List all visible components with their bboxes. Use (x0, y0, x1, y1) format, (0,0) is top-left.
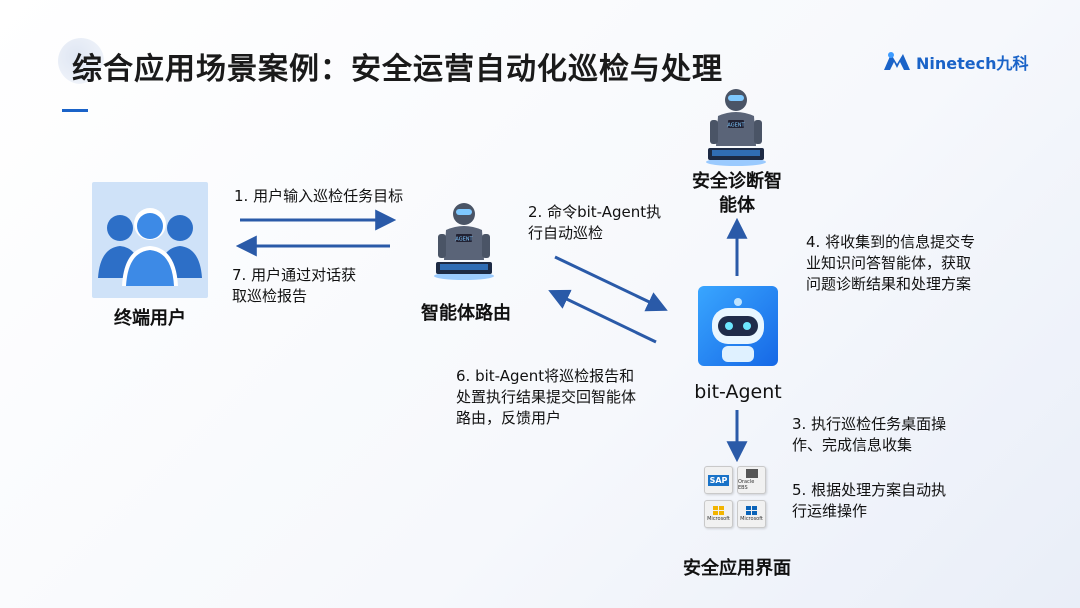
node-label-diagnosis-line2: 能体 (719, 195, 755, 216)
step-5-text: 5. 根据处理方案自动执 行运维操作 (792, 480, 946, 522)
robot-badge-text: AGENT (455, 237, 473, 243)
oracle-ebs-app-icon: Oracle EBS (737, 466, 766, 494)
bit-agent-robot-icon (698, 286, 778, 366)
arrow-step6 (548, 289, 657, 344)
step-7-line1: 7. 用户通过对话获 (232, 266, 357, 284)
step-4-line2: 业知识问答智能体，获取 (806, 254, 972, 272)
node-label-diagnosis: 安全诊断智 能体 (680, 170, 794, 218)
step-4-line3: 问题诊断结果和处理方案 (806, 275, 972, 293)
step-7-line2: 取巡检报告 (232, 287, 308, 305)
node-label-diagnosis-line1: 安全诊断智 (692, 171, 782, 192)
step-3-line1: 3. 执行巡检任务桌面操 (792, 415, 947, 433)
step-6-line1: 6. bit-Agent将巡检报告和 (456, 367, 635, 385)
title-decoration (58, 38, 104, 84)
step-3-text: 3. 执行巡检任务桌面操 作、完成信息收集 (792, 414, 946, 456)
step-4-line1: 4. 将收集到的信息提交专 (806, 233, 976, 251)
step-6-line3: 路由，反馈用户 (456, 409, 562, 427)
step-6-line2: 处置执行结果提交回智能体 (456, 388, 637, 406)
step-5-line2: 行运维操作 (792, 502, 868, 520)
step-2-line1: 2. 命令bit-Agent执 (528, 203, 662, 221)
company-logo: Ninetech九科 (882, 50, 1029, 74)
page-title: 综合应用场景案例：安全运营自动化巡检与处理 (72, 52, 723, 87)
diagnosis-robot-icon: AGENT (704, 86, 768, 170)
sap-app-icon: SAP (704, 466, 733, 494)
step-6-text: 6. bit-Agent将巡检报告和 处置执行结果提交回智能体 路由，反馈用户 (456, 366, 636, 429)
step-3-line2: 作、完成信息收集 (792, 436, 913, 454)
node-label-user: 终端用户 (114, 308, 186, 329)
step-7-text: 7. 用户通过对话获 取巡检报告 (232, 265, 356, 307)
windows-app-icon: Microsoft (704, 500, 733, 528)
node-label-apps: 安全应用界面 (683, 558, 791, 579)
step-5-line1: 5. 根据处理方案自动执 (792, 481, 947, 499)
step-1-text: 1. 用户输入巡检任务目标 (234, 187, 404, 205)
security-app-tiles: SAP Oracle EBS Microsoft Microsoft (704, 466, 768, 530)
robot-badge-text: AGENT (727, 123, 745, 129)
user-group-icon (92, 182, 208, 298)
ninetech-logo-icon (884, 52, 910, 70)
node-label-bit-agent: bit-Agent (694, 381, 782, 403)
excel-app-icon: Microsoft (737, 500, 766, 528)
step-2-text: 2. 命令bit-Agent执 行自动巡检 (528, 202, 661, 244)
arrow-step2 (554, 255, 668, 312)
step-2-line2: 行自动巡检 (528, 224, 604, 242)
router-robot-icon: AGENT (432, 200, 496, 284)
title-underline (62, 109, 88, 112)
node-label-router: 智能体路由 (421, 303, 511, 324)
logo-text: Ninetech九科 (916, 54, 1029, 73)
step-4-text: 4. 将收集到的信息提交专 业知识问答智能体，获取 问题诊断结果和处理方案 (806, 232, 975, 295)
